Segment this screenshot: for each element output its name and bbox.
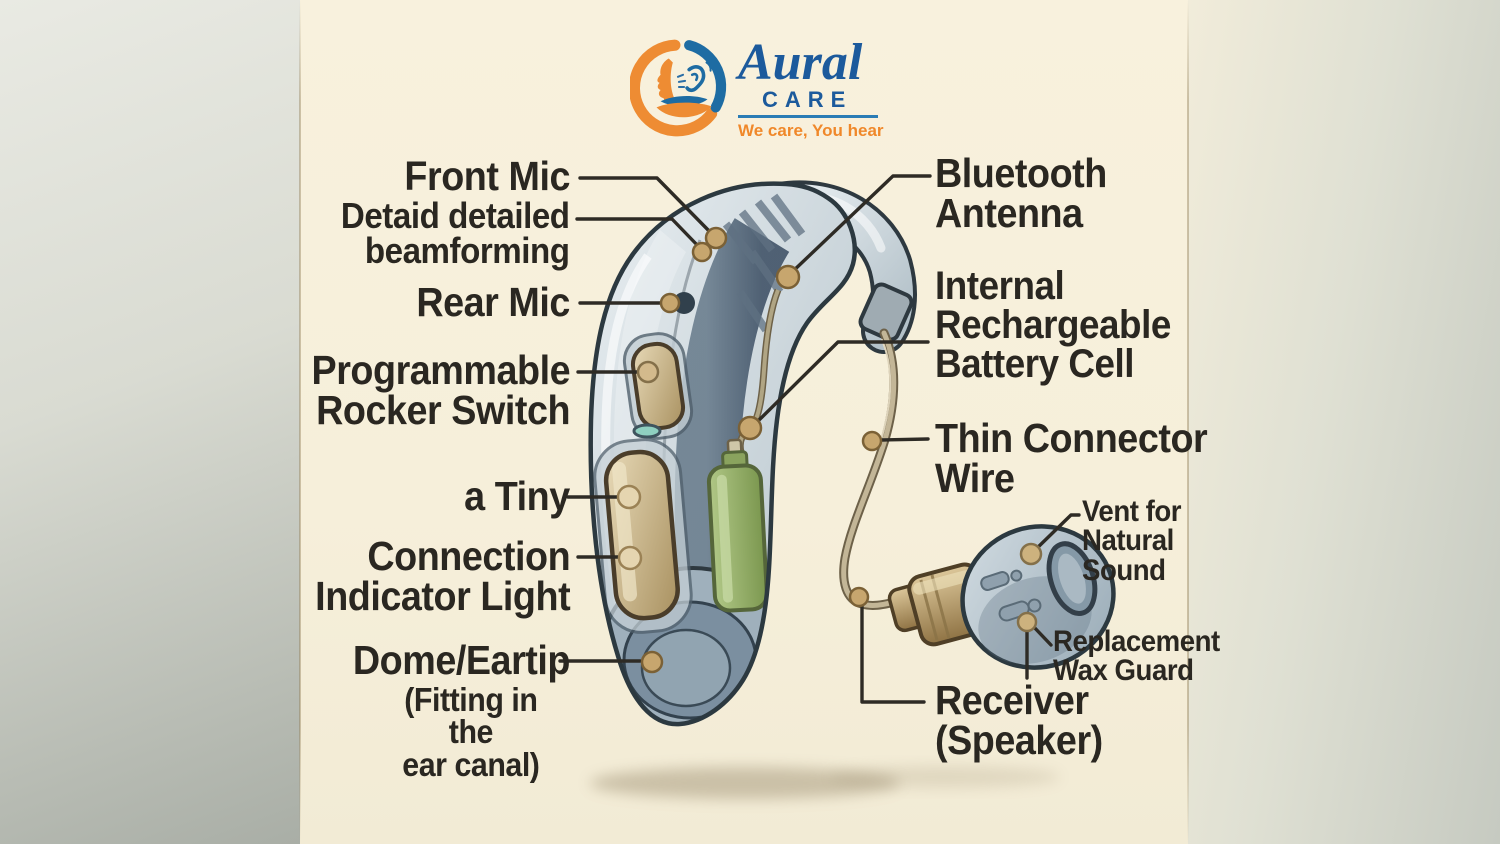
rocker-switch-dot xyxy=(636,360,660,384)
receiver-dot xyxy=(848,586,870,608)
antenna-coil-hatch xyxy=(722,193,806,333)
backdrop-right xyxy=(1188,0,1500,844)
brand-logo: Aural CARE We care, You hear xyxy=(630,36,884,141)
label-wax-guard: Replacement Wax Guard xyxy=(1053,625,1220,688)
thin-connector-wire xyxy=(839,328,900,610)
leader-beamforming xyxy=(575,217,703,251)
receiver-dome xyxy=(960,524,1116,670)
vent-dot xyxy=(1019,542,1043,566)
label-front-mic: Front Mic xyxy=(404,153,570,199)
hook-end-band xyxy=(858,282,914,342)
label-bluetooth-antenna: Bluetooth Antenna xyxy=(935,150,1107,237)
backdrop-left xyxy=(0,0,300,844)
panel-edge-right xyxy=(1187,0,1189,844)
label-thin-connector-wire: Thin Connector Wire xyxy=(935,415,1208,502)
label-battery-cell: Internal Rechargeable Battery Cell xyxy=(935,264,1171,387)
beamforming-dot xyxy=(691,241,713,263)
ear-icon xyxy=(685,65,706,93)
leader-front-mic xyxy=(578,176,716,238)
leader-receiver xyxy=(860,600,926,704)
front-mic-dot xyxy=(704,226,728,250)
a-tiny-dot xyxy=(616,484,642,510)
label-connection-light: Connection Indicator Light xyxy=(314,533,570,620)
sound-waves-icon xyxy=(705,56,718,72)
anchor-dots xyxy=(616,226,1043,674)
label-beamforming: Detaid detailed beamforming xyxy=(341,195,570,272)
leader-thin-wire xyxy=(880,437,930,442)
brand-name: Aural xyxy=(738,34,863,91)
label-a-tiny: a Tiny xyxy=(464,473,570,519)
brand-logo-mark xyxy=(630,39,727,137)
bluetooth-dot xyxy=(775,264,801,290)
thin-wire-dot xyxy=(861,430,883,452)
face-profile-icon xyxy=(657,58,676,107)
leader-battery xyxy=(751,340,930,428)
brand-tagline: We care, You hear xyxy=(738,120,884,140)
label-rocker-switch: Programmable Rocker Switch xyxy=(311,347,570,434)
leader-lines xyxy=(558,174,1081,704)
battery-dot xyxy=(737,415,763,441)
label-dome-eartip-sub: (Fitting in the ear canal) xyxy=(402,681,540,783)
status-led xyxy=(632,423,662,439)
leader-bluetooth xyxy=(788,174,932,276)
leader-vent xyxy=(1032,513,1081,553)
label-vent: Vent for Natural Sound xyxy=(1082,495,1182,587)
wax-guard-dot xyxy=(1016,611,1038,633)
logo-orange-arc xyxy=(630,39,718,137)
brand-sub-name: CARE xyxy=(762,86,853,112)
device-shadow xyxy=(590,766,1060,799)
label-receiver-speaker: Receiver (Speaker) xyxy=(935,677,1103,764)
sound-ticks-icon xyxy=(676,73,687,89)
battery-cell xyxy=(706,438,769,613)
hand-orange-icon xyxy=(656,102,712,118)
hearing-aid-body xyxy=(588,181,857,727)
rear-mic-dot xyxy=(659,292,681,314)
dome-eartip-dot xyxy=(640,650,664,674)
leader-wax-guard xyxy=(1030,623,1053,647)
label-dome-eartip: Dome/Eartip xyxy=(352,637,571,683)
connection-light-dot xyxy=(617,545,643,571)
label-rear-mic: Rear Mic xyxy=(416,279,570,325)
brand-rule xyxy=(738,114,878,118)
panel-edge-left xyxy=(299,0,301,844)
receiver-assembly xyxy=(887,524,1116,670)
